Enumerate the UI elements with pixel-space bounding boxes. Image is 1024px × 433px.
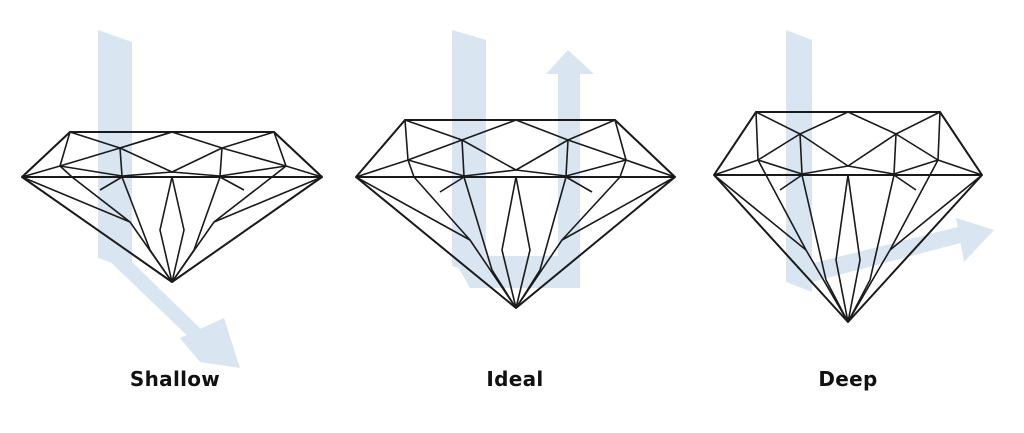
- deep-outline: [713, 111, 983, 323]
- ideal-label: Ideal: [486, 367, 544, 391]
- shallow-crown-star: [21, 147, 123, 178]
- shallow-light-beam: [98, 30, 240, 368]
- deep-diamond: [713, 111, 983, 323]
- ideal-beam-down: [452, 30, 486, 276]
- deep-beam-arrowhead: [956, 218, 994, 262]
- shallow-label: Shallow: [129, 367, 221, 391]
- shallow-beam-diagonal: [98, 250, 208, 344]
- ideal-beam-up: [558, 72, 580, 288]
- deep-diamond-group: [713, 30, 994, 323]
- ideal-diamond: [355, 119, 676, 309]
- deep-beam-diagonal: [786, 226, 972, 282]
- deep-label: Deep: [818, 367, 878, 391]
- ideal-beam-arrowhead: [546, 50, 594, 74]
- ideal-beam-bottom: [452, 256, 580, 288]
- shallow-outline: [21, 131, 323, 283]
- shallow-diamond-group: [21, 30, 323, 368]
- deep-beam-down: [786, 30, 812, 292]
- ideal-diamond-group: [355, 30, 676, 309]
- ideal-light-beam: [452, 30, 594, 288]
- shallow-beam-arrowhead: [180, 318, 240, 368]
- shallow-diamond: [21, 131, 323, 283]
- deep-light-beam: [786, 30, 994, 292]
